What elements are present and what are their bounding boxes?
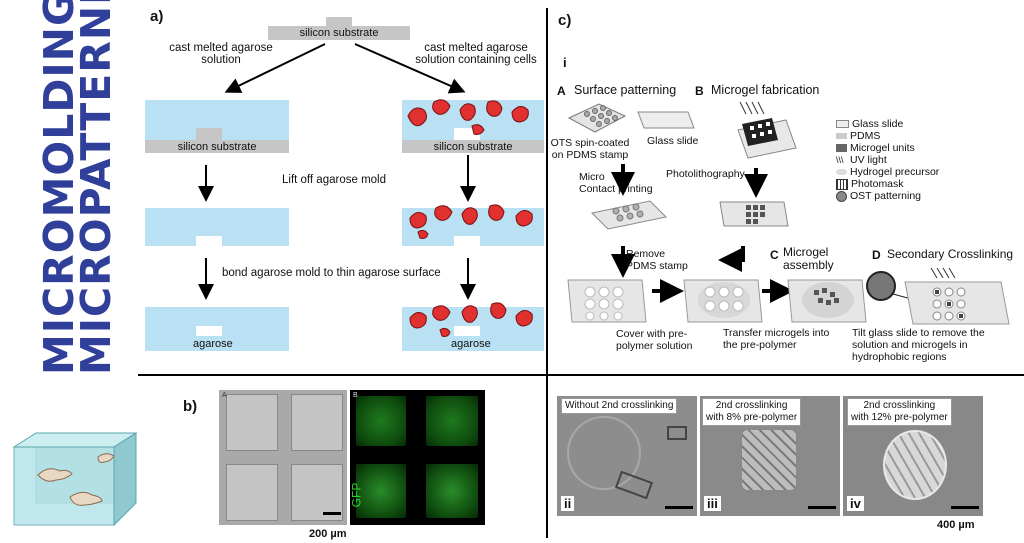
micrograph-ii: Without 2nd crosslinking ii (557, 396, 697, 516)
step-B-letter: B (695, 84, 704, 98)
tag-iii: 2nd crosslinking with 8% pre-polymer (702, 398, 802, 426)
sub-a-label: A (222, 392, 227, 399)
panel-c-arrows (611, 164, 794, 303)
photolith-label: Photolithography (666, 168, 745, 180)
mold-cavity-left-2 (196, 236, 222, 246)
title-micropatterning: MICROPATTERNING (72, 0, 120, 375)
agarose-label-right: agarose (451, 338, 491, 350)
divider-vertical (546, 8, 548, 538)
step-bond: bond agarose mold to thin agarose surfac… (222, 267, 441, 279)
micrograph-iii: 2nd crosslinking with 8% pre-polymer iii (700, 396, 840, 516)
photolithography-setup (737, 101, 797, 159)
legend-glass: Glass slide (852, 118, 904, 130)
right-cast-caption: cast melted agarose solution containing … (415, 42, 537, 66)
gfp-label: GFP (350, 482, 364, 508)
scale-label-c: 400 µm (937, 519, 975, 531)
slide-step-2 (683, 279, 763, 323)
tag-iv: 2nd crosslinking with 12% pre-polymer (847, 398, 952, 426)
legend-photomask: Photomask (851, 178, 904, 190)
step-lift-off: Lift off agarose mold (282, 174, 386, 186)
cover-label: Cover with pre- polymer solution (616, 328, 693, 352)
step-D-title: Secondary Crosslinking (887, 247, 1014, 261)
panel-a-letter: a) (150, 8, 164, 25)
substrate-left-1-label: silicon substrate (177, 141, 257, 153)
panel-a-arrows (198, 43, 476, 300)
slide-step-4 (866, 267, 1010, 325)
glass-slide-label: Glass slide (647, 135, 699, 147)
step-A-title: Surface patterning (574, 83, 677, 97)
agarose-label-left: agarose (193, 338, 233, 350)
scale-label-b: 200 µm (309, 528, 347, 540)
step-A-letter: A (557, 84, 566, 98)
roman-iv: iv (847, 496, 864, 511)
left-cast-caption: cast melted agarose solution (169, 42, 273, 66)
scale-bar-ii (665, 506, 693, 509)
panel-b-letter: b) (183, 398, 198, 415)
brightfield-image: A (219, 390, 347, 525)
legend-ost: OST patterning (850, 190, 922, 202)
gfp-image: B GFP (350, 390, 485, 525)
stamp-on-slide (590, 200, 668, 230)
legend: Glass slide PDMS Microgel units \\\UV li… (836, 118, 940, 202)
top-substrate: silicon substrate (268, 26, 410, 40)
step-B-title: Microgel fabrication (711, 83, 820, 97)
encapsulated-cells (407, 99, 533, 337)
microgel-slide (719, 201, 789, 227)
substrate-right-1-label: silicon substrate (433, 141, 513, 153)
roman-ii: ii (561, 496, 575, 511)
top-substrate-bump (326, 17, 352, 27)
divider-horizontal (138, 374, 1024, 376)
final-cavity-right (454, 326, 480, 336)
ots-label: OTS spin-coated on PDMS stamp (550, 137, 630, 161)
pdms-stamp (567, 103, 627, 133)
substrate-right-1: silicon substrate (402, 140, 544, 153)
scale-bar-b (323, 512, 341, 515)
sub-b-label: B (353, 392, 358, 399)
substrate-left-1: silicon substrate (145, 140, 289, 153)
scale-bar-iii (808, 506, 836, 509)
step-D-letter: D (872, 248, 881, 262)
slide-step-1 (567, 279, 647, 323)
glass-slide-icon (637, 111, 695, 129)
substrate-bump-left-1 (196, 128, 222, 140)
step-C-letter: C (770, 248, 779, 262)
micrograph-iv: 2nd crosslinking with 12% pre-polymer iv (843, 396, 983, 516)
scale-bar-iv (951, 506, 979, 509)
legend-hydrogel: Hydrogel precursor (850, 166, 940, 178)
panel-c-letter: c) (558, 12, 572, 29)
step-C-title: Microgel assembly (783, 245, 834, 272)
cell-cube-illustration (12, 432, 138, 527)
legend-uv: UV light (850, 154, 887, 166)
final-cavity-left (196, 326, 222, 336)
roman-i: i (563, 55, 567, 70)
roman-iii: iii (704, 496, 721, 511)
slide-step-3 (787, 279, 867, 323)
legend-microgel: Microgel units (850, 142, 915, 154)
tilt-label: Tilt glass slide to remove the solution … (852, 327, 985, 363)
remove-pdms-label: Remove PDMS stamp (626, 248, 688, 272)
transfer-label: Transfer microgels into the pre-polymer (723, 327, 830, 351)
mold-cavity-right-2 (454, 236, 480, 246)
legend-pdms: PDMS (850, 130, 881, 142)
top-substrate-label: silicon substrate (299, 27, 379, 39)
tag-ii: Without 2nd crosslinking (561, 398, 678, 414)
